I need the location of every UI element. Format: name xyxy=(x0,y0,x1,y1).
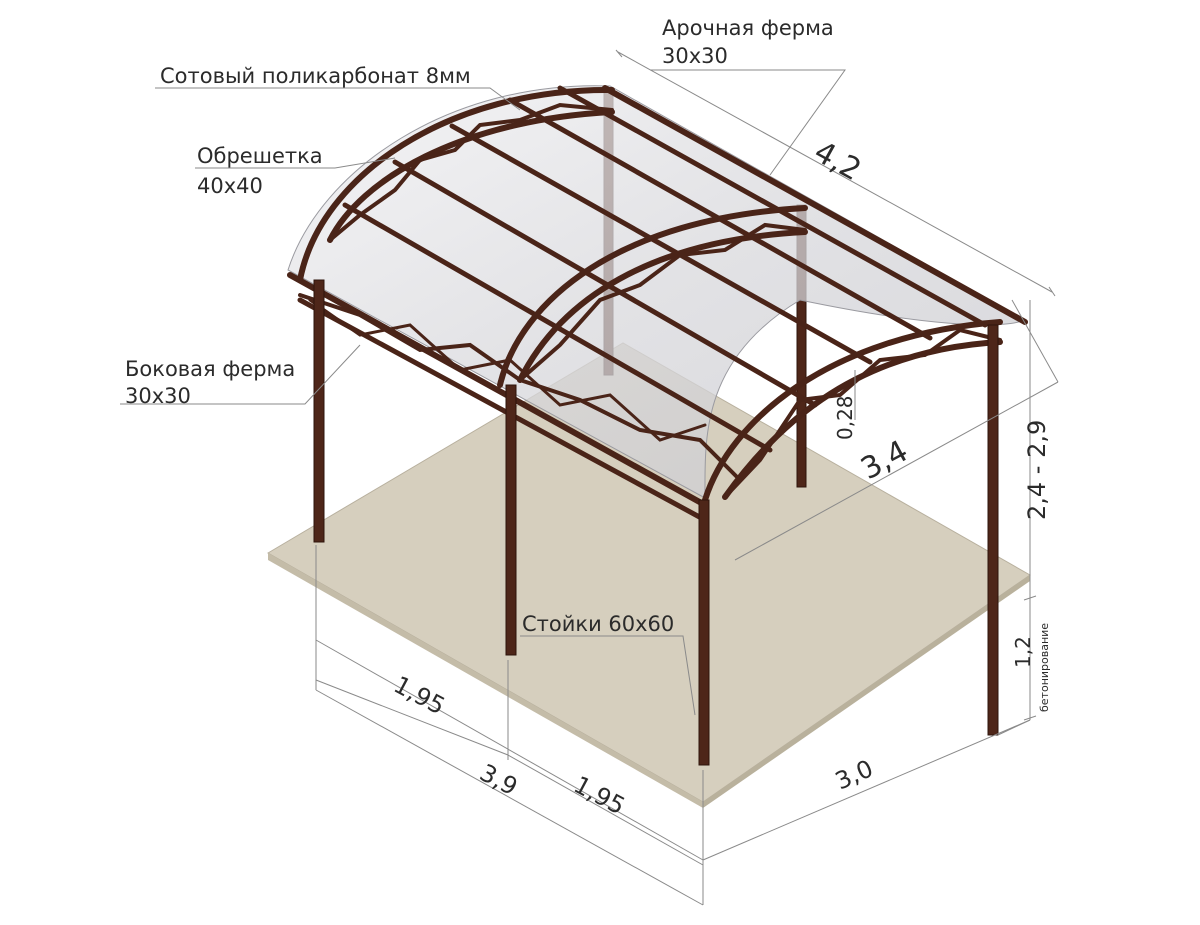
rear-post-right xyxy=(987,324,999,736)
front-post-left xyxy=(313,279,325,543)
ground-slab-edge xyxy=(268,553,703,808)
side-truss xyxy=(297,297,708,523)
leader-lines xyxy=(120,69,846,716)
roof-width-dim: 3,4 xyxy=(855,434,914,487)
front-post-right xyxy=(698,499,710,766)
side-truss-size: 30х30 xyxy=(125,384,191,408)
arch-truss-size: 30х30 xyxy=(662,44,728,68)
lathing-label: Обрешетка xyxy=(197,144,323,168)
front-post-middle xyxy=(505,384,517,656)
ground-slab-edge-right xyxy=(703,575,1030,808)
arch-truss-label: Арочная ферма xyxy=(662,16,834,40)
concrete-label: бетонирование xyxy=(1038,623,1051,712)
polycarbonate-label: Сотовый поликарбонат 8мм xyxy=(160,64,471,88)
posts-label: Стойки 60х60 xyxy=(522,612,674,636)
base-width-dim: 3,0 xyxy=(831,754,877,795)
total-length-dim: 3,9 xyxy=(475,759,522,802)
post-height-dim: 2,4 - 2,9 xyxy=(1023,420,1051,520)
truss-web xyxy=(298,102,1002,499)
concrete-depth-dim: 1,2 xyxy=(1011,636,1035,668)
dimension-lines xyxy=(315,49,1059,906)
arch-height-dim: 0,28 xyxy=(833,395,857,440)
lathing-size: 40х40 xyxy=(197,174,263,198)
roof-length-dim: 4,2 xyxy=(808,134,867,188)
side-truss-label: Боковая ферма xyxy=(125,357,295,381)
left-span-dim: 1,95 xyxy=(389,671,449,721)
